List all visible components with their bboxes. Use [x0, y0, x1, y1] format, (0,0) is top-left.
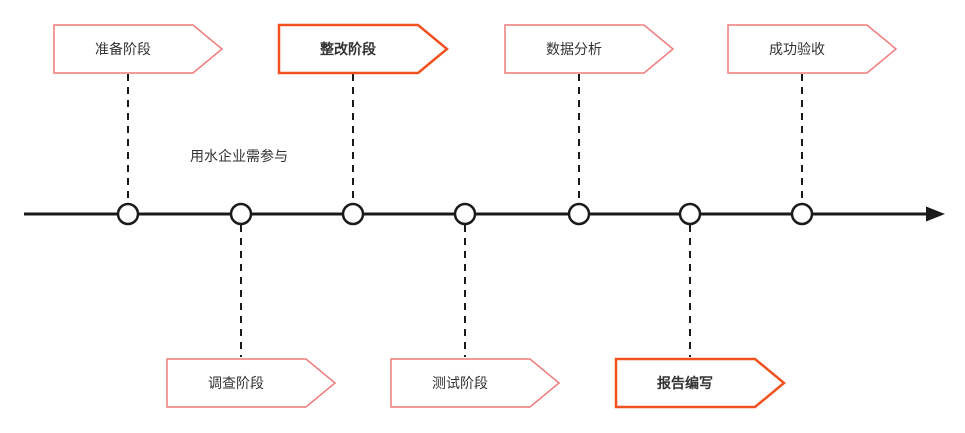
timeline-node — [678, 202, 702, 226]
phase-label: 数据分析 — [546, 41, 602, 57]
phase-banner-acceptance[interactable]: 成功验收 — [727, 24, 898, 74]
phase-label: 准备阶段 — [95, 41, 151, 57]
phase-banner-preparation[interactable]: 准备阶段 — [53, 24, 224, 74]
phase-banner-investigation[interactable]: 调查阶段 — [166, 358, 337, 408]
banner-shape — [53, 24, 224, 74]
timeline-node — [790, 202, 814, 226]
phase-label: 调查阶段 — [208, 375, 264, 391]
banner-shape — [277, 23, 449, 75]
phase-label: 测试阶段 — [432, 375, 488, 391]
banner-shape — [614, 357, 786, 409]
phase-label: 整改阶段 — [320, 41, 376, 57]
timeline-node — [567, 202, 591, 226]
phase-label: 报告编写 — [657, 375, 713, 391]
banner-shape — [727, 24, 898, 74]
timeline-node — [341, 202, 365, 226]
phase-banner-report-writing[interactable]: 报告编写 — [614, 357, 786, 409]
banner-shape — [166, 358, 337, 408]
annotation-label: 用水企业需参与 — [190, 148, 288, 164]
phase-banner-rectification[interactable]: 整改阶段 — [277, 23, 449, 75]
arrowhead-icon — [926, 206, 945, 222]
banner-shape — [390, 358, 561, 408]
phase-label: 成功验收 — [769, 41, 825, 57]
banner-shape — [504, 24, 675, 74]
timeline-node — [116, 202, 140, 226]
phase-banner-data-analysis[interactable]: 数据分析 — [504, 24, 675, 74]
timeline-node — [453, 202, 477, 226]
timeline-node — [229, 202, 253, 226]
phase-banner-testing[interactable]: 测试阶段 — [390, 358, 561, 408]
